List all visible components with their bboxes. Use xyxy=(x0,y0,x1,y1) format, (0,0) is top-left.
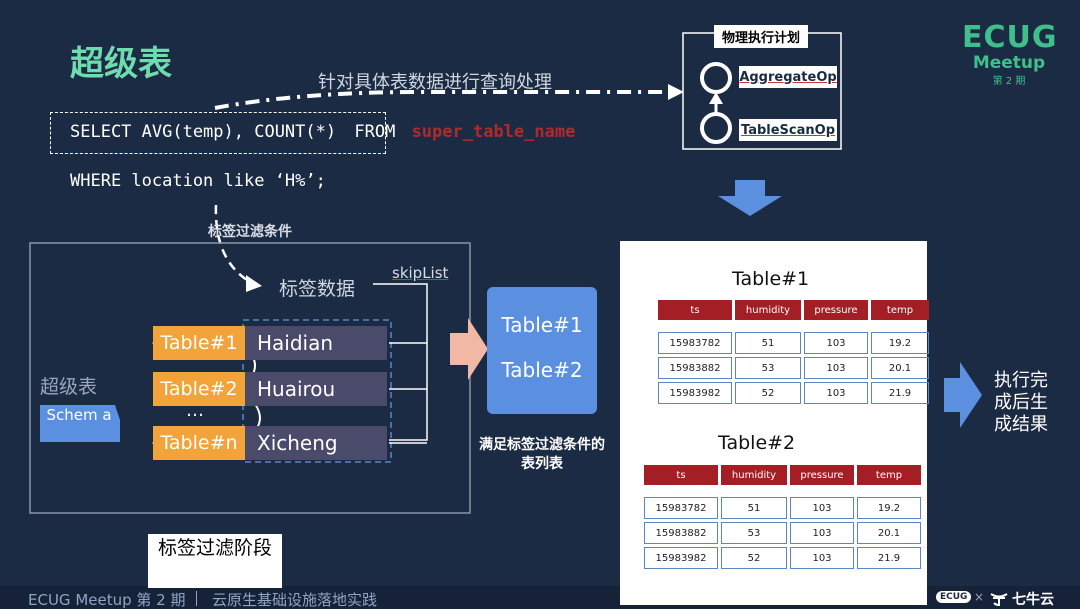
footer-ecug-badge: ECUG xyxy=(936,591,972,603)
plan-op-tablescan: TableScanOp xyxy=(739,119,837,141)
cell: 15983882 xyxy=(644,522,718,544)
table2-grid: ts humidity pressure temp 15983782 51 10… xyxy=(641,462,924,572)
schema-label: Schem a xyxy=(46,406,112,424)
table2-title: Table#2 xyxy=(714,432,800,454)
cell: 20.1 xyxy=(857,522,921,544)
cell: 103 xyxy=(804,382,868,404)
col-ts: ts xyxy=(644,465,718,485)
right-arrow-pink-icon xyxy=(450,318,488,380)
qiniu-logo-icon xyxy=(990,591,1008,607)
table-row: 15983982 52 103 21.9 xyxy=(658,382,929,404)
cell: 103 xyxy=(790,522,854,544)
skiplist-label: skipList xyxy=(392,264,449,282)
cell: 19.2 xyxy=(871,332,929,354)
cell: 15983882 xyxy=(658,357,732,379)
result-list-box: Table#1 Table#2 xyxy=(487,287,597,414)
plan-edge-arrow xyxy=(709,92,723,104)
tag-filter-arrow-line xyxy=(214,204,251,284)
child-table-n: Table#n xyxy=(153,426,245,460)
agg-node-icon xyxy=(700,62,732,94)
result-table-1: Table#1 xyxy=(501,313,583,337)
location-row-3: Xicheng xyxy=(245,426,387,460)
cell: 15983982 xyxy=(658,382,732,404)
table1-grid: ts humidity pressure temp 15983782 51 10… xyxy=(655,297,932,407)
table-row: 15983882 53 103 20.1 xyxy=(644,522,921,544)
col-humidity: humidity xyxy=(721,465,787,485)
col-pressure: pressure xyxy=(804,300,868,320)
tag-filter-arrow-head xyxy=(246,275,262,292)
ecug-logo: ECUG Meetup 第 2 期 xyxy=(962,20,1058,88)
footer-topic: 云原生基础设施落地实践 xyxy=(212,591,378,609)
stage-label: 标签过滤阶段 xyxy=(148,534,282,588)
table2: ts humidity pressure temp 15983782 51 10… xyxy=(641,462,924,572)
child-table-2: Table#2 xyxy=(153,372,245,406)
result-caption: 满足标签过滤条件的表列表 xyxy=(479,437,605,472)
col-pressure: pressure xyxy=(790,465,854,485)
cell: 51 xyxy=(721,497,787,519)
sql-line-1: SELECT AVG(temp), COUNT(*) FROM super_ta… xyxy=(70,122,575,142)
footer-times: × xyxy=(974,590,985,604)
cell: 51 xyxy=(735,332,801,354)
plan-op-aggregate: AggregateOp xyxy=(739,66,837,88)
scan-node-icon xyxy=(700,112,732,144)
col-humidity: humidity xyxy=(735,300,801,320)
table-row: 15983982 52 103 21.9 xyxy=(644,547,921,569)
cell: 53 xyxy=(735,357,801,379)
tag-filter-label: 标签过滤条件 xyxy=(208,224,292,240)
sql-table-name: super_table_name xyxy=(411,122,576,142)
ellipsis: … xyxy=(186,400,204,421)
final-result-label: 执行完成后生成结果 xyxy=(994,370,1048,435)
cell: 52 xyxy=(735,382,801,404)
sql-select: SELECT AVG(temp), COUNT(*) xyxy=(70,122,337,142)
col-temp: temp xyxy=(857,465,921,485)
query-note: 针对具体表数据进行查询处理 xyxy=(318,72,552,93)
table-row: 15983782 51 103 19.2 xyxy=(658,332,929,354)
footer-event: ECUG Meetup 第 2 期 xyxy=(28,591,186,609)
footer-brand: 七牛云 xyxy=(1012,592,1054,608)
location-row-1: Haidian xyxy=(245,326,387,360)
logo-meetup-text: Meetup xyxy=(972,53,1046,73)
cell: 15983982 xyxy=(644,547,718,569)
cell: 103 xyxy=(804,332,868,354)
child-table-1: Table#1 xyxy=(153,326,245,360)
location-row-2: Huairou xyxy=(245,372,387,406)
schema-shape xyxy=(40,405,120,442)
cell: 103 xyxy=(790,547,854,569)
query-arrow-head xyxy=(668,84,684,100)
footer-divider xyxy=(196,591,197,606)
col-ts: ts xyxy=(658,300,732,320)
cell: 103 xyxy=(790,497,854,519)
sql-line-2: WHERE location like ‘H%’; xyxy=(70,171,326,191)
cell: 103 xyxy=(804,357,868,379)
cell: 15983782 xyxy=(644,497,718,519)
result-table-2: Table#2 xyxy=(501,358,583,382)
super-table-label: 超级表 xyxy=(40,376,98,398)
table1: ts humidity pressure temp 15983782 51 10… xyxy=(655,297,932,407)
cell: 19.2 xyxy=(857,497,921,519)
logo-issue-text: 第 2 期 xyxy=(992,76,1026,87)
col-temp: temp xyxy=(871,300,929,320)
stage-panel xyxy=(29,242,471,514)
cell: 15983782 xyxy=(658,332,732,354)
plan-title: 物理执行计划 xyxy=(714,25,809,48)
table1-title: Table#1 xyxy=(728,268,814,290)
slide-title: 超级表 xyxy=(70,44,172,84)
table-row: 15983882 53 103 20.1 xyxy=(658,357,929,379)
sql-select-box xyxy=(50,112,386,154)
table-row: 15983782 51 103 19.2 xyxy=(644,497,921,519)
logo-ecug-text: ECUG xyxy=(962,20,1058,55)
query-arrow-line xyxy=(214,90,670,110)
sql-from: FROM xyxy=(354,122,396,142)
tag-data-label: 标签数据 xyxy=(279,278,356,300)
cell: 52 xyxy=(721,547,787,569)
right-arrow-blue-icon xyxy=(944,362,982,428)
cell: 21.9 xyxy=(857,547,921,569)
down-arrow-icon xyxy=(718,180,782,216)
cell: 53 xyxy=(721,522,787,544)
skiplist-dashed-box xyxy=(242,319,392,463)
cell: 21.9 xyxy=(871,382,929,404)
cell: 20.1 xyxy=(871,357,929,379)
